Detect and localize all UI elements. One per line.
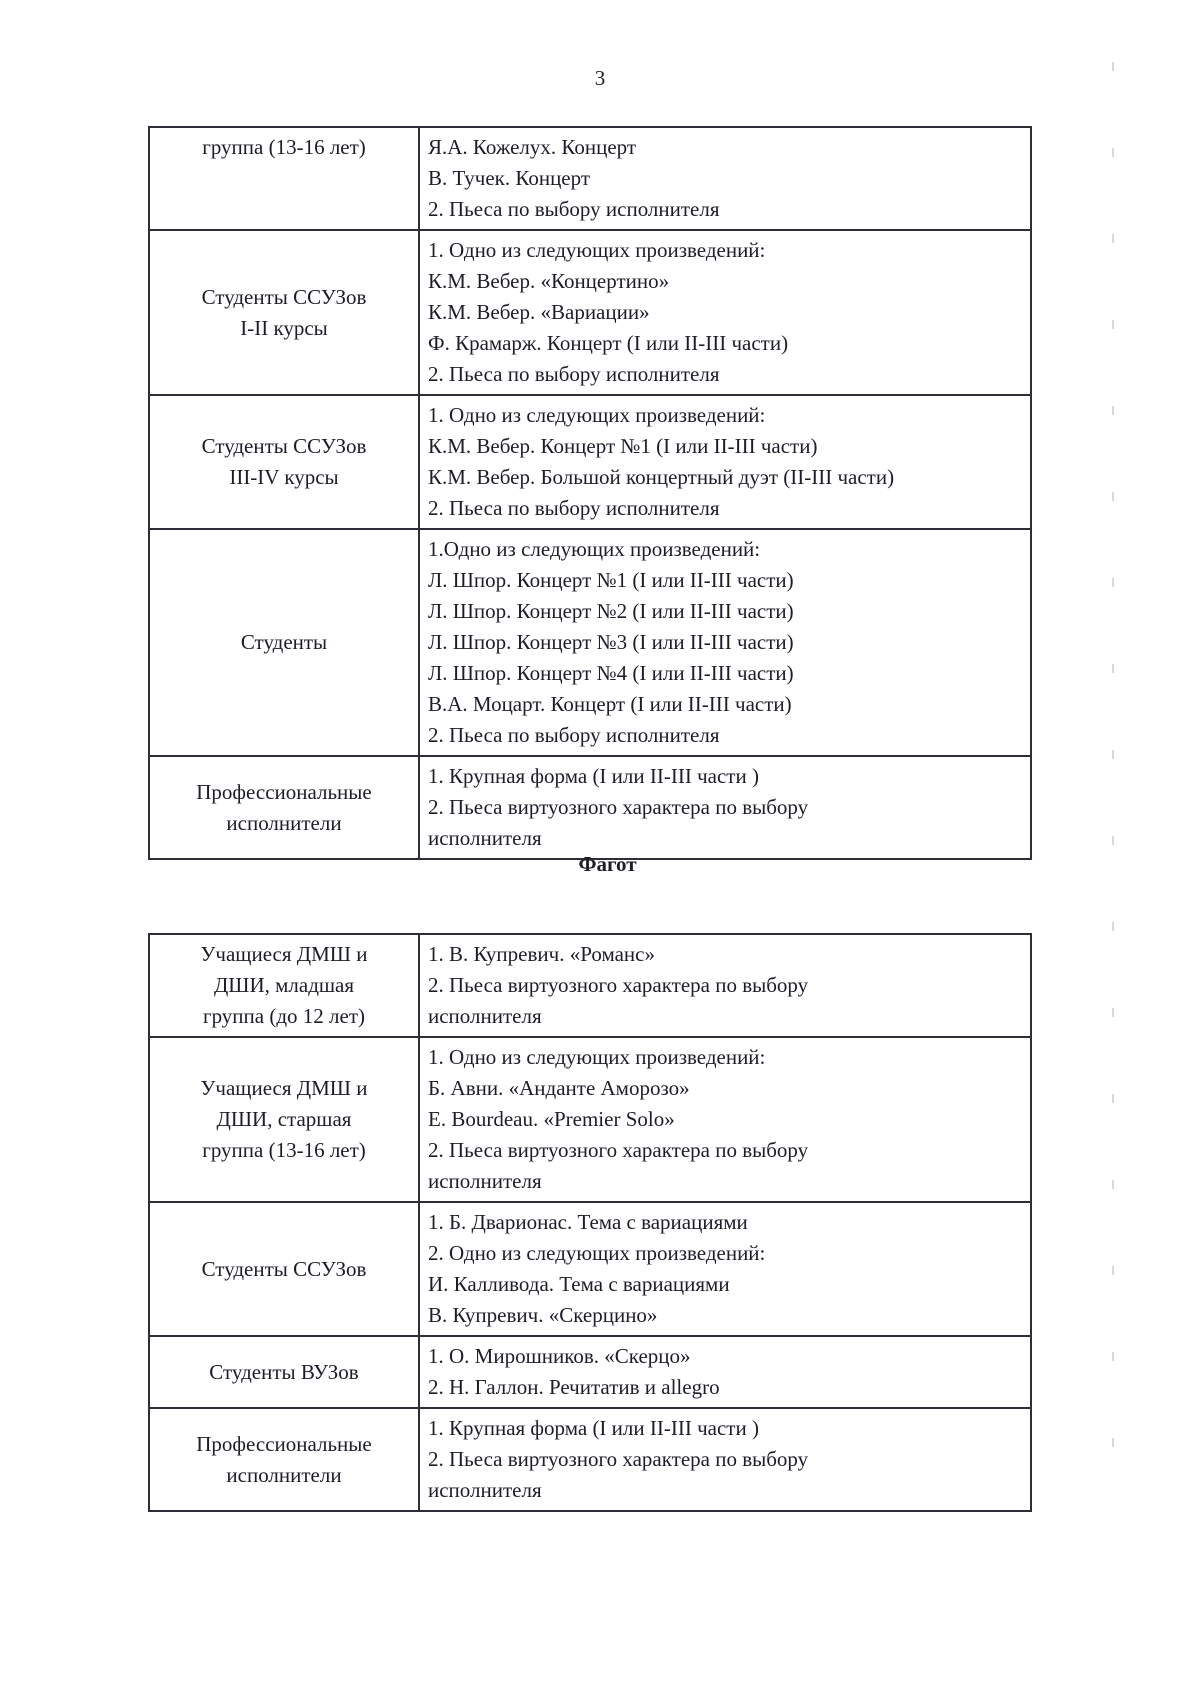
category-line: III-IV курсы	[229, 465, 339, 489]
category-cell: Студенты ССУЗов	[148, 1201, 420, 1337]
category-cell: Учащиеся ДМШ и ДШИ, младшая группа (до 12 …	[148, 933, 420, 1038]
table-row: Учащиеся ДМШ и ДШИ, младшая группа (до 12 …	[148, 933, 1032, 1038]
category-line: ДШИ, младшая	[213, 973, 355, 997]
repertoire-line: 1. Крупная форма (I или II-III части )	[428, 764, 759, 788]
repertoire-cell: Я.А. Кожелух. Концерт В. Тучек. Концерт 2.…	[418, 126, 1032, 231]
repertoire-line: 2. Пьеса виртуозного характера по выбору	[428, 1138, 809, 1162]
category-cell: Профессиональные исполнители	[148, 755, 420, 860]
repertoire-line: 2. Н. Галлон. Речитатив и allegro	[428, 1375, 720, 1399]
scan-artifact-marks	[1112, 62, 1114, 1512]
repertoire-line: исполнителя	[428, 1169, 542, 1193]
repertoire-line: 1. В. Купревич. «Романс»	[428, 942, 655, 966]
repertoire-line: E. Bourdeau. «Premier Solo»	[428, 1107, 675, 1131]
category-line: I-II курсы	[240, 315, 328, 340]
repertoire-cell: 1. Б. Дварионас. Тема с вариациями 2. Одн…	[418, 1201, 1032, 1337]
repertoire-line: 1. Одно из следующих произведений:	[428, 1045, 766, 1069]
repertoire-cell: 1. Одно из следующих произведений: Б. Авн…	[418, 1036, 1032, 1203]
category-line: Студенты ССУЗов	[201, 1256, 367, 1281]
repertoire-line: 2. Пьеса виртуозного характера по выбору	[428, 1447, 809, 1471]
repertoire-line: Л. Шпор. Концерт №1 (I или II-III части)	[428, 568, 794, 592]
table-row: Студенты 1.Одно из следующих произведений…	[148, 528, 1032, 757]
category-line: ДШИ, старшая	[216, 1107, 352, 1131]
repertoire-line: Я.А. Кожелух. Концерт	[428, 135, 637, 159]
repertoire-cell: 1. Крупная форма (I или II-III части ) 2.…	[418, 1407, 1032, 1512]
repertoire-line: 1. Крупная форма (I или II-III части )	[428, 1416, 759, 1440]
repertoire-line: исполнителя	[428, 826, 542, 850]
repertoire-line: Ф. Крамарж. Концерт (I или II-III части)	[428, 331, 789, 355]
category-line: Студенты ССУЗов	[201, 434, 367, 458]
repertoire-line: В. Купревич. «Скерцино»	[428, 1303, 658, 1327]
category-cell: Студенты	[148, 528, 420, 757]
repertoire-line: 2. Пьеса по выбору исполнителя	[428, 496, 720, 520]
repertoire-line: К.М. Вебер. Большой концертный дуэт (II-…	[428, 465, 895, 489]
page-number: 3	[594, 66, 606, 90]
repertoire-line: 2. Пьеса виртуозного характера по выбору	[428, 795, 809, 819]
category-line: группа (13-16 лет)	[202, 135, 366, 159]
repertoire-line: В.А. Моцарт. Концерт (I или II-III части…	[428, 692, 792, 716]
section-title-bassoon: Фагот	[578, 852, 637, 876]
repertoire-line: Л. Шпор. Концерт №2 (I или II-III части)	[428, 599, 794, 623]
repertoire-cell: 1. О. Мирошников. «Скерцо» 2. Н. Галлон. …	[418, 1335, 1032, 1409]
repertoire-line: 1. Одно из следующих произведений:	[428, 238, 766, 262]
repertoire-line: 1. Одно из следующих произведений:	[428, 403, 766, 427]
repertoire-cell: 1. Крупная форма (I или II-III части ) 2.…	[418, 755, 1032, 860]
repertoire-line: 2. Пьеса по выбору исполнителя	[428, 362, 720, 386]
category-line: Учащиеся ДМШ и	[200, 1076, 368, 1100]
category-line: Студенты ВУЗов	[209, 1359, 359, 1384]
repertoire-line: исполнителя	[428, 1478, 542, 1502]
table-row: Профессиональные исполнители 1. Крупная фо…	[148, 1407, 1032, 1512]
repertoire-line: Б. Авни. «Анданте Аморозо»	[428, 1076, 690, 1100]
repertoire-table-bassoon: Учащиеся ДМШ и ДШИ, младшая группа (до 12 …	[148, 933, 1032, 1512]
repertoire-line: Л. Шпор. Концерт №3 (I или II-III части)	[428, 630, 794, 654]
repertoire-line: 1.Одно из следующих произведений:	[428, 537, 761, 561]
category-line: исполнители	[226, 1462, 342, 1487]
category-line: Студенты ССУЗов	[201, 284, 367, 309]
repertoire-line: 2. Пьеса виртуозного характера по выбору	[428, 973, 809, 997]
repertoire-line: К.М. Вебер. «Концертино»	[428, 269, 670, 293]
repertoire-line: исполнителя	[428, 1004, 542, 1028]
category-line: исполнители	[226, 810, 342, 835]
repertoire-line: Л. Шпор. Концерт №4 (I или II-III части)	[428, 661, 794, 685]
category-line: Учащиеся ДМШ и	[200, 942, 368, 966]
repertoire-line: К.М. Вебер. Концерт №1 (I или II-III час…	[428, 434, 818, 458]
table-row: Профессиональные исполнители 1. Крупная фо…	[148, 755, 1032, 860]
repertoire-line: 2. Одно из следующих произведений:	[428, 1241, 766, 1265]
repertoire-line: 2. Пьеса по выбору исполнителя	[428, 197, 720, 221]
table-row: Учащиеся ДМШ и ДШИ, старшая группа (13-16 …	[148, 1036, 1032, 1203]
repertoire-cell: 1. Одно из следующих произведений: К.М. В…	[418, 394, 1032, 530]
category-cell: Профессиональные исполнители	[148, 1407, 420, 1512]
repertoire-line: 1. О. Мирошников. «Скерцо»	[428, 1344, 691, 1368]
repertoire-line: 1. Б. Дварионас. Тема с вариациями	[428, 1210, 748, 1234]
repertoire-cell: 1. В. Купревич. «Романс» 2. Пьеса виртуоз…	[418, 933, 1032, 1038]
category-line: Студенты	[240, 630, 328, 654]
category-cell: группа (13-16 лет)	[148, 126, 420, 231]
category-line: группа (до 12 лет)	[202, 1004, 366, 1028]
category-line: Профессиональные	[196, 779, 372, 804]
category-cell: Учащиеся ДМШ и ДШИ, старшая группа (13-16 …	[148, 1036, 420, 1203]
table-row: Студенты ССУЗов 1. Б. Дварионас. Тема с в…	[148, 1201, 1032, 1337]
category-line: группа (13-16 лет)	[202, 1138, 366, 1162]
repertoire-line: И. Калливода. Тема с вариациями	[428, 1272, 730, 1296]
repertoire-cell: 1. Одно из следующих произведений: К.М. В…	[418, 229, 1032, 396]
repertoire-line: 2. Пьеса по выбору исполнителя	[428, 723, 720, 747]
repertoire-line: В. Тучек. Концерт	[428, 166, 591, 190]
repertoire-line: К.М. Вебер. «Вариации»	[428, 300, 650, 324]
category-cell: Студенты ВУЗов	[148, 1335, 420, 1409]
repertoire-cell: 1.Одно из следующих произведений: Л. Шпор…	[418, 528, 1032, 757]
table-row: Студенты ВУЗов 1. О. Мирошников. «Скерцо»…	[148, 1335, 1032, 1409]
category-line: Профессиональные	[196, 1431, 372, 1456]
